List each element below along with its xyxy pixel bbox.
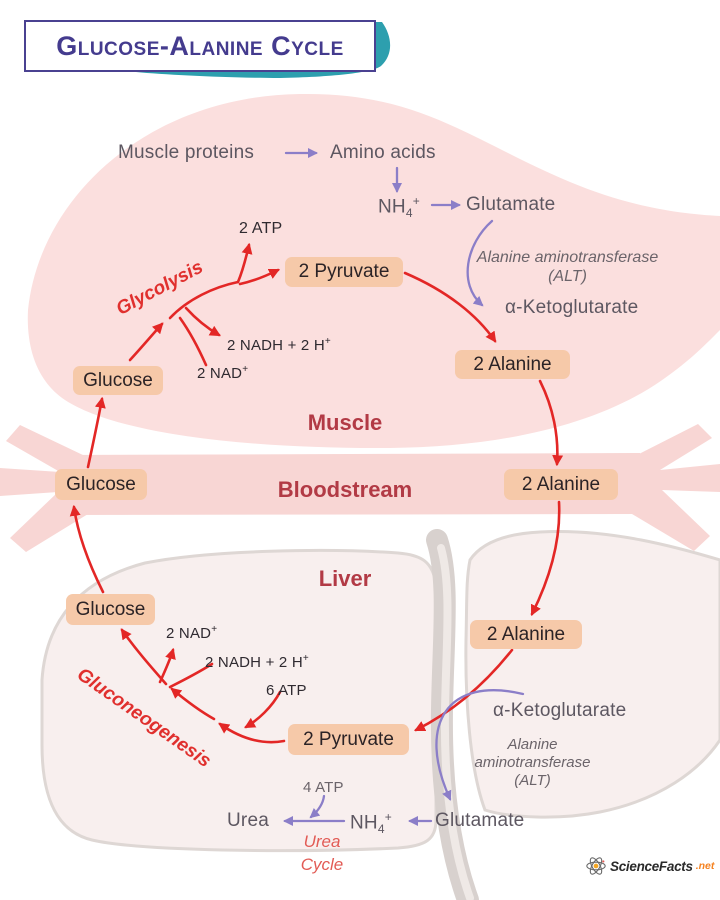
purple-transfer-arrows <box>283 148 525 826</box>
gluconeogenesis-chain-1 <box>218 722 286 744</box>
box-alanine-liver: 2 Alanine <box>470 620 582 649</box>
label-alt-muscle: Alanine aminotransferase (ALT) <box>476 249 659 286</box>
label-glutamate-liver: Glutamate <box>435 810 525 831</box>
box-pyruvate-liver: 2 Pyruvate <box>288 724 409 755</box>
arrow-glucose-liver-to-blood <box>69 504 105 594</box>
arrow-glutamate-to-ketoglutarate-muscle <box>466 219 494 307</box>
bloodstream-vessel <box>0 424 720 552</box>
title-box: Glucose-Alanine Cycle <box>24 20 376 72</box>
arrow-to-nad-liver <box>158 647 176 684</box>
arrow-to-2atp <box>236 242 253 284</box>
atp4-input <box>309 794 326 819</box>
arrow-to-pyruvate-muscle <box>238 268 280 286</box>
box-glucose-muscle: Glucose <box>73 366 163 395</box>
liver-left-lobe <box>40 548 438 853</box>
title-swoosh <box>136 22 391 78</box>
label-ketoglutarate-muscle: α-Ketoglutarate <box>505 297 639 318</box>
liver-right-lobe <box>464 529 720 819</box>
label-urea-cycle: Urea Cycle <box>300 832 344 874</box>
glycolysis-chain <box>168 280 240 320</box>
atp6-input <box>244 690 282 729</box>
arrow-alanine-muscle-to-blood <box>538 379 564 467</box>
box-alanine-muscle: 2 Alanine <box>455 350 570 379</box>
arrow-glucose-muscle-up <box>128 322 164 362</box>
box-glucose-liver: Glucose <box>66 594 155 625</box>
region-label-muscle: Muscle <box>307 410 383 435</box>
red-cycle-arrows <box>69 242 564 744</box>
sciencefacts-logo: ScienceFacts .net <box>585 855 714 877</box>
box-alanine-bloodstream: 2 Alanine <box>504 469 618 500</box>
atom-icon <box>586 857 606 875</box>
label-amino-acids: Amino acids <box>330 142 436 163</box>
label-muscle-proteins: Muscle proteins <box>118 142 255 163</box>
label-nadh-liver: 2 NADH + 2 H+ <box>205 653 309 671</box>
nadh-input-liver <box>168 662 214 689</box>
label-urea: Urea <box>227 810 269 831</box>
label-glutamate-muscle: Glutamate <box>466 194 556 215</box>
label-alt-liver: Alanine aminotransferase (ALT) <box>474 736 591 789</box>
label-nad-liver: 2 NAD+ <box>166 624 218 642</box>
page-title: Glucose-Alanine Cycle <box>56 30 344 61</box>
label-6atp: 6 ATP <box>266 682 307 699</box>
nad-input-muscle <box>178 316 208 367</box>
label-2atp: 2 ATP <box>239 220 283 237</box>
region-label-bloodstream: Bloodstream <box>277 477 413 502</box>
arrow-ketoglutarate-to-glutamate-liver <box>435 689 525 801</box>
label-4atp: 4 ATP <box>303 779 344 796</box>
arrow-alanine-to-pyruvate-liver <box>414 648 514 732</box>
arrow-glucose-blood-to-muscle <box>86 396 106 469</box>
box-pyruvate-muscle: 2 Pyruvate <box>285 257 403 287</box>
label-ketoglutarate-liver: α-Ketoglutarate <box>493 700 627 721</box>
region-label-liver: Liver <box>318 566 372 591</box>
label-nh4-muscle: NH4+ <box>378 194 420 221</box>
box-glucose-bloodstream: Glucose <box>55 469 147 500</box>
logo-tld-text: .net <box>695 860 715 872</box>
label-nad-muscle: 2 NAD+ <box>197 364 249 382</box>
logo-brand-text: ScienceFacts <box>610 858 693 874</box>
arrow-alanine-blood-to-liver <box>530 500 561 616</box>
label-nh4-liver: NH4+ <box>350 810 392 837</box>
label-nadh-muscle: 2 NADH + 2 H+ <box>227 336 331 354</box>
arrow-pyruvate-to-alanine-muscle <box>403 271 497 343</box>
arrow-to-nadh-muscle <box>184 306 221 337</box>
gluconeogenesis-chain-2 <box>170 687 216 721</box>
